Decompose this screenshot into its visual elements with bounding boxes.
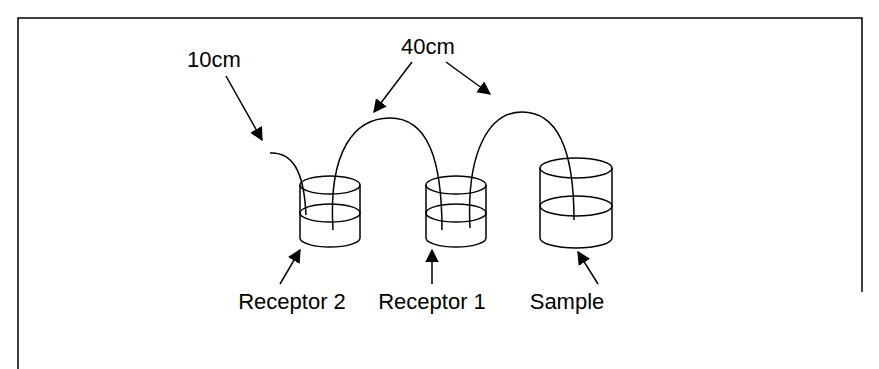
leader-arrow bbox=[431, 250, 433, 284]
dimension-label: 40cm bbox=[401, 35, 455, 59]
leader-arrow bbox=[226, 76, 262, 140]
part-label: Receptor 2 bbox=[238, 290, 346, 314]
leader-arrow bbox=[578, 252, 598, 284]
frame bbox=[18, 18, 862, 369]
leader-arrow bbox=[446, 62, 490, 94]
tube-40cm-b bbox=[470, 112, 574, 228]
tube-10cm bbox=[270, 153, 306, 215]
sample-beaker bbox=[540, 158, 612, 248]
receptor-1-beaker bbox=[426, 176, 486, 247]
leader-arrow bbox=[280, 250, 300, 284]
dimension-label: 10cm bbox=[187, 48, 241, 72]
leader-arrow bbox=[374, 62, 412, 112]
receptor-2-beaker bbox=[300, 176, 360, 247]
tube-40cm-a bbox=[332, 118, 442, 230]
part-label: Sample bbox=[530, 290, 605, 314]
part-label: Receptor 1 bbox=[378, 290, 486, 314]
